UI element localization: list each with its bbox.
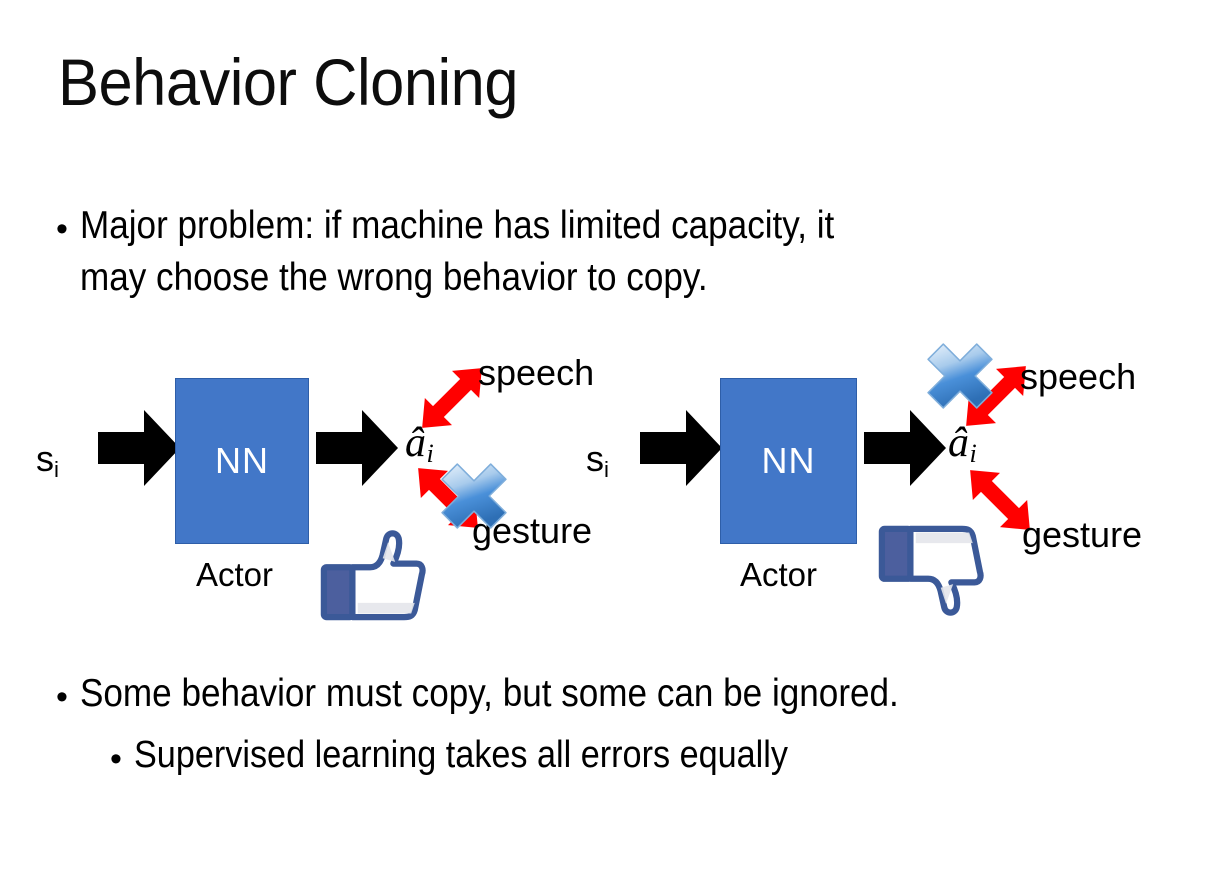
- input-state-label: si: [586, 438, 609, 482]
- speech-branch-arrow-icon: [948, 348, 1044, 444]
- gesture-branch-label: gesture: [1022, 514, 1143, 555]
- speech-branch-label: speech: [1020, 356, 1137, 397]
- input-flow-arrow-icon: [98, 408, 180, 488]
- nn-box-label: NN: [215, 440, 269, 481]
- bullet-marker-icon: •: [56, 678, 68, 716]
- diagram-left-good-case: si NN Actor âi speech: [0, 330, 620, 650]
- page-title: Behavior Cloning: [58, 45, 519, 119]
- nn-box-label: NN: [761, 440, 816, 481]
- nn-box-caption: Actor: [740, 556, 818, 593]
- bullet-marker-icon: •: [110, 740, 122, 778]
- bullet-item-major-problem: • Major problem: if machine has limited …: [56, 200, 1156, 304]
- thumbs-down-icon: [876, 520, 984, 618]
- thumbs-up-icon: [318, 528, 426, 626]
- blue-cross-icon: [436, 458, 512, 534]
- output-action-label: âi: [948, 420, 977, 468]
- input-state-label: si: [36, 438, 59, 482]
- speech-branch-label: speech: [478, 352, 595, 393]
- diagram-right-bad-case: si NN Actor âi: [570, 330, 1210, 650]
- input-flow-arrow-icon: [640, 408, 722, 488]
- bullet-text: Major problem: if machine has limited ca…: [79, 204, 835, 299]
- output-action-label: âi: [405, 420, 434, 468]
- bullet-marker-icon: •: [56, 210, 68, 248]
- nn-box: NN: [720, 378, 857, 544]
- bullet-text: Supervised learning takes all errors equ…: [133, 734, 788, 776]
- blue-cross-icon: [922, 338, 998, 414]
- gesture-branch-arrow-icon: [952, 452, 1048, 548]
- speech-branch-arrow-icon: [404, 350, 500, 446]
- output-flow-arrow-icon: [316, 408, 398, 488]
- nn-box: NN: [175, 378, 309, 544]
- bullet-item-some-behavior: • Some behavior must copy, but some can …: [56, 668, 1176, 720]
- bullet-text: Some behavior must copy, but some can be…: [79, 672, 899, 715]
- output-flow-arrow-icon: [864, 408, 946, 488]
- bullet-item-supervised-learning: • Supervised learning takes all errors e…: [110, 730, 1170, 781]
- nn-box-caption: Actor: [196, 556, 274, 593]
